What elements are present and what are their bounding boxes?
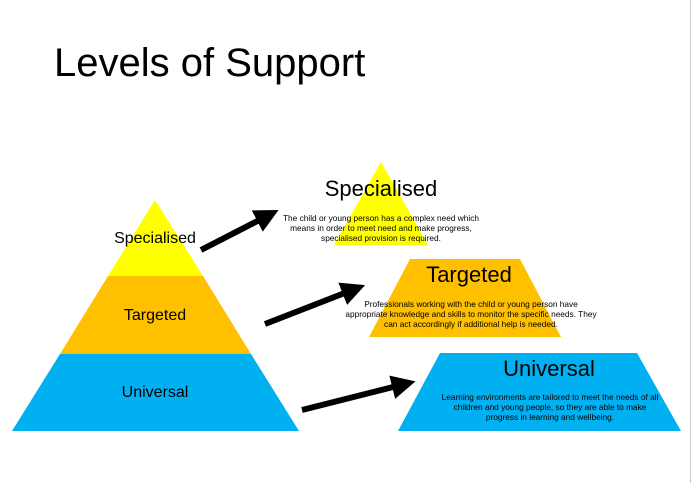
detail-description-targeted: Professionals working with the child or … xyxy=(345,299,597,329)
detail-heading-specialised: Specialised xyxy=(324,176,438,201)
detail-heading-universal: Universal xyxy=(503,356,595,381)
arrow-universal-icon xyxy=(301,375,416,413)
detail-shape-universal xyxy=(398,353,681,431)
detail-description-specialised: The child or young person has a complex … xyxy=(282,213,479,243)
arrow-specialised-icon xyxy=(199,210,279,253)
detail-description-universal: Learning environments are tailored to me… xyxy=(441,392,659,422)
pyramid-level-targeted xyxy=(60,276,251,354)
arrow-targeted-icon xyxy=(263,282,366,327)
pyramid-label-universal: Universal xyxy=(121,384,189,401)
slide-title: Levels of Support xyxy=(54,41,366,85)
pyramid-level-specialised xyxy=(108,200,203,276)
pyramid-label-targeted: Targeted xyxy=(123,307,187,324)
pyramid-level-universal xyxy=(12,354,299,431)
detail-shape-specialised xyxy=(334,162,428,245)
pyramid-label-specialised: Specialised xyxy=(114,230,196,247)
detail-shape-targeted xyxy=(369,259,561,337)
detail-heading-targeted: Targeted xyxy=(426,262,512,287)
